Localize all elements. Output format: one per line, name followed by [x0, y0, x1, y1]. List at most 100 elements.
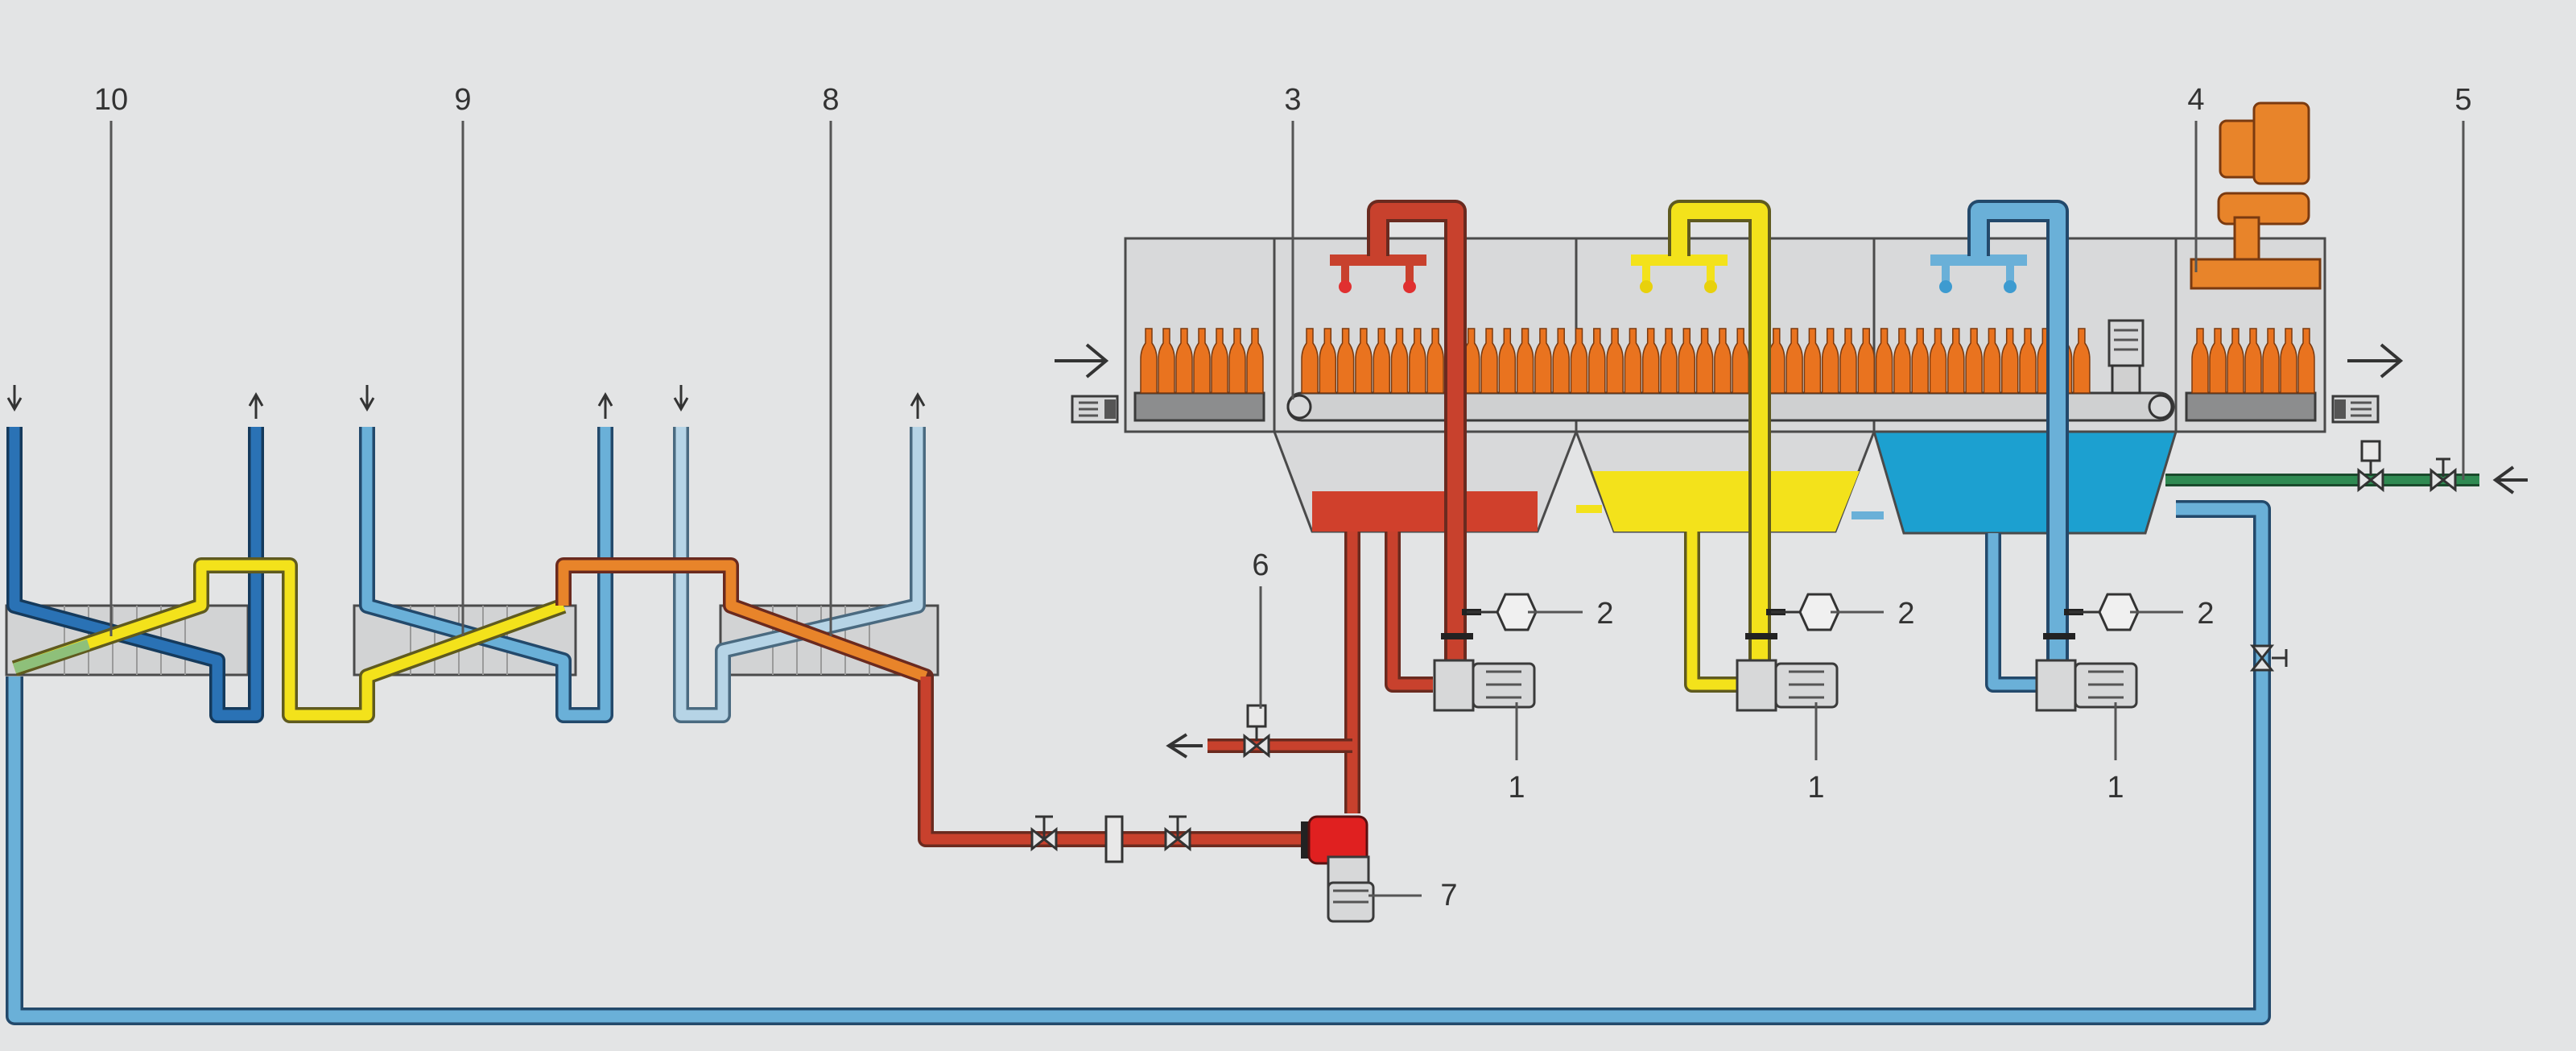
bottle-icon [1714, 328, 1732, 394]
spray-bar-hot [1330, 254, 1426, 293]
bottle-icon [2280, 328, 2297, 394]
arrow-icon [359, 385, 375, 412]
callout-10: 10 [94, 83, 128, 117]
bottle-icon [1193, 328, 1211, 394]
bottle-icon [1498, 328, 1517, 394]
callout-5: 5 [2454, 83, 2471, 117]
callout-1a: 1 [1508, 771, 1525, 805]
bottle-icon [1516, 328, 1534, 394]
callout-1c: 1 [2107, 771, 2124, 805]
spray-bar-cool [1930, 254, 2027, 293]
pump-motor-icon [1433, 659, 1536, 712]
bottle-icon [2191, 328, 2209, 394]
outfeed-table [2185, 391, 2317, 422]
pump-motor-icon [1301, 815, 1375, 923]
bottle-icon [1158, 328, 1175, 394]
bottle-icon [1409, 328, 1426, 394]
bottle-icon [1606, 328, 1624, 394]
arrow-icon [2492, 466, 2528, 494]
bottle-icon [1983, 328, 2001, 394]
valve-icon [2249, 644, 2288, 672]
bottle-icon [1426, 328, 1444, 394]
callout-3: 3 [1284, 83, 1301, 117]
bottle-icon [2244, 328, 2262, 394]
bottle-icon [1893, 328, 1911, 394]
conveyor-belt [1286, 391, 2175, 422]
return-loop [6, 500, 2271, 1025]
flow-meter [1104, 815, 1124, 863]
callout-9: 9 [454, 83, 471, 117]
bottle-icon [1140, 328, 1158, 394]
bottle-icon [1695, 328, 1714, 394]
bottle-icon [1534, 328, 1552, 394]
blower-unit [2190, 101, 2322, 290]
bottle-icon [1785, 328, 1803, 394]
bottle-icon [1336, 328, 1355, 394]
bottle-icon [1965, 328, 1983, 394]
bottle-icon [1211, 328, 1228, 394]
valve-icon [2429, 457, 2457, 493]
cool-bath [1872, 430, 2178, 535]
fresh-water-supply [2165, 440, 2528, 494]
callout-2a: 2 [1596, 597, 1613, 631]
bottle-icon [1390, 328, 1409, 394]
drive-motor-icon [2331, 395, 2380, 424]
callout-4: 4 [2187, 83, 2204, 117]
bottle-icon [1911, 328, 1929, 394]
arrow-icon [910, 391, 926, 419]
bottle-icon [1947, 328, 1965, 394]
valve-icon [1243, 704, 1270, 759]
arrow-icon [2347, 343, 2404, 379]
bottle-icon [1660, 328, 1678, 394]
bottle-icon [1803, 328, 1822, 394]
drive-motor-icon [1071, 395, 1119, 424]
callout-8: 8 [822, 83, 839, 117]
arrow-icon [597, 391, 613, 419]
bottle-icon [1624, 328, 1642, 394]
valve-icon [1164, 815, 1191, 852]
callout-2c: 2 [2197, 597, 2214, 631]
bottle-icon [1301, 328, 1319, 394]
bottle-icon [1175, 328, 1193, 394]
callout-7: 7 [1440, 879, 1457, 912]
bottle-icon [2262, 328, 2280, 394]
arrow-icon [1055, 343, 1109, 379]
pump-motor-icon [1736, 659, 1839, 712]
spray-bar-warm [1631, 254, 1728, 293]
bottle-icon [1570, 328, 1588, 394]
bottle-icon [1875, 328, 1893, 394]
bottle-icon [1929, 328, 1947, 394]
callout-1b: 1 [1807, 771, 1824, 805]
conveyor-roller-left [1286, 394, 1312, 420]
bottle-icon [1678, 328, 1696, 394]
bottle-icon [1355, 328, 1373, 394]
bottle-icon [1480, 328, 1498, 394]
bottle-icon [1552, 328, 1570, 394]
bottle-icon [2297, 328, 2315, 394]
bottle-icon [2000, 328, 2019, 394]
warm-bath [1592, 471, 1860, 532]
bottle-icon [1373, 328, 1390, 394]
valve-icon [2357, 440, 2384, 493]
bottle-row [1140, 328, 2315, 394]
infeed-table [1133, 391, 1265, 422]
bottle-icon [1641, 328, 1660, 394]
bottle-icon [1246, 328, 1264, 394]
bottle-icon [1839, 328, 1857, 394]
pump-motor-icon [2035, 659, 2138, 712]
valve-icon [1030, 815, 1058, 852]
pressure-gauge-icon [1745, 593, 1840, 639]
arrow-icon [673, 385, 689, 412]
bottle-icon [1857, 328, 1876, 394]
conveyor-roller-right [2148, 394, 2174, 420]
callout-2b: 2 [1897, 597, 1914, 631]
pressure-gauge-icon [1441, 593, 1538, 639]
bottle-icon [2019, 328, 2037, 394]
callout-6: 6 [1252, 548, 1269, 582]
drive-motor-icon [2107, 319, 2145, 395]
arrow-icon [6, 385, 23, 412]
bottle-icon [1588, 328, 1606, 394]
bottle-icon [1319, 328, 1337, 394]
